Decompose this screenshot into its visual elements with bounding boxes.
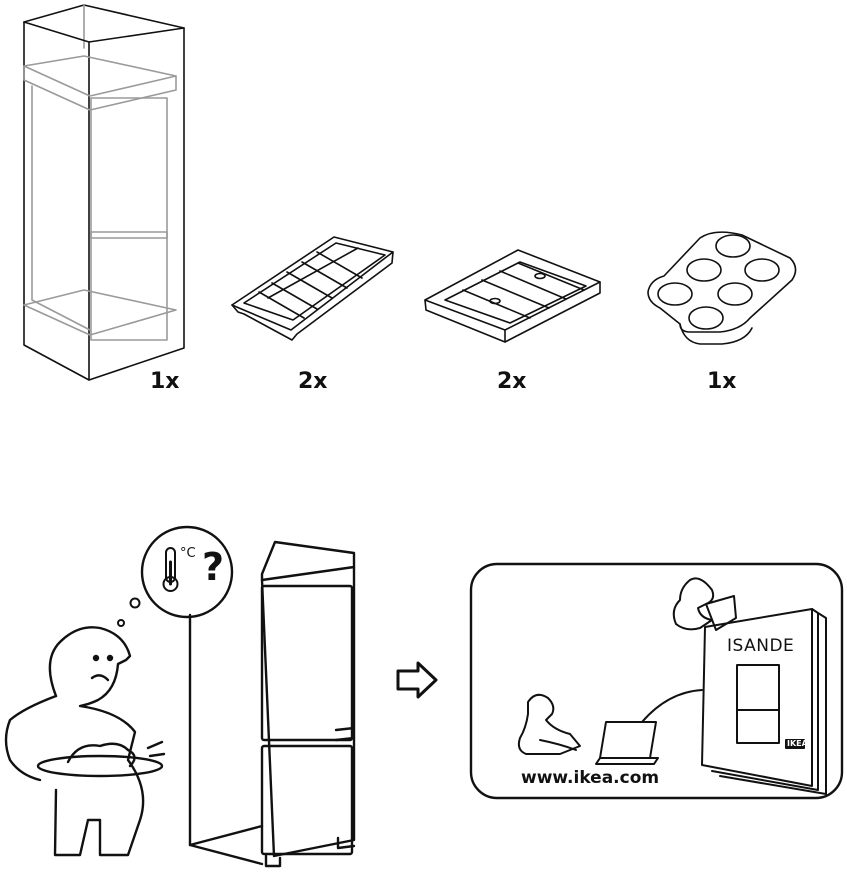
ice-cube-tray-drawing (231, 236, 394, 341)
built-in-fridge-drawing (188, 540, 356, 868)
website-url[interactable]: www.ikea.com (521, 768, 660, 788)
laptop-person-drawing (517, 693, 581, 755)
laptop-icon (595, 689, 703, 765)
manual-booklet-drawing (701, 608, 827, 795)
egg-tray-drawing (647, 231, 797, 345)
part-quantity-egg-tray: 1x (707, 369, 737, 394)
part-quantity-ice-tray: 2x (298, 369, 328, 394)
info-panel (469, 562, 844, 800)
thought-bubble (140, 525, 234, 619)
odor-filter-drawing (424, 249, 601, 343)
reading-person-drawing (672, 577, 737, 631)
right-arrow-icon (396, 661, 438, 699)
part-quantity-fridge: 1x (150, 369, 180, 394)
celsius-unit-label: °C (180, 546, 196, 561)
thermometer-icon (162, 547, 179, 592)
thought-bubble-dots (117, 597, 141, 627)
part-quantity-odor-filter: 2x (497, 369, 527, 394)
question-mark-icon: ? (202, 545, 225, 589)
ikea-logo: IKEA (787, 739, 808, 748)
refrigerator-cabinet-drawing (23, 4, 185, 381)
confused-person-drawing (4, 626, 166, 857)
manual-title: ISANDE (727, 636, 795, 656)
